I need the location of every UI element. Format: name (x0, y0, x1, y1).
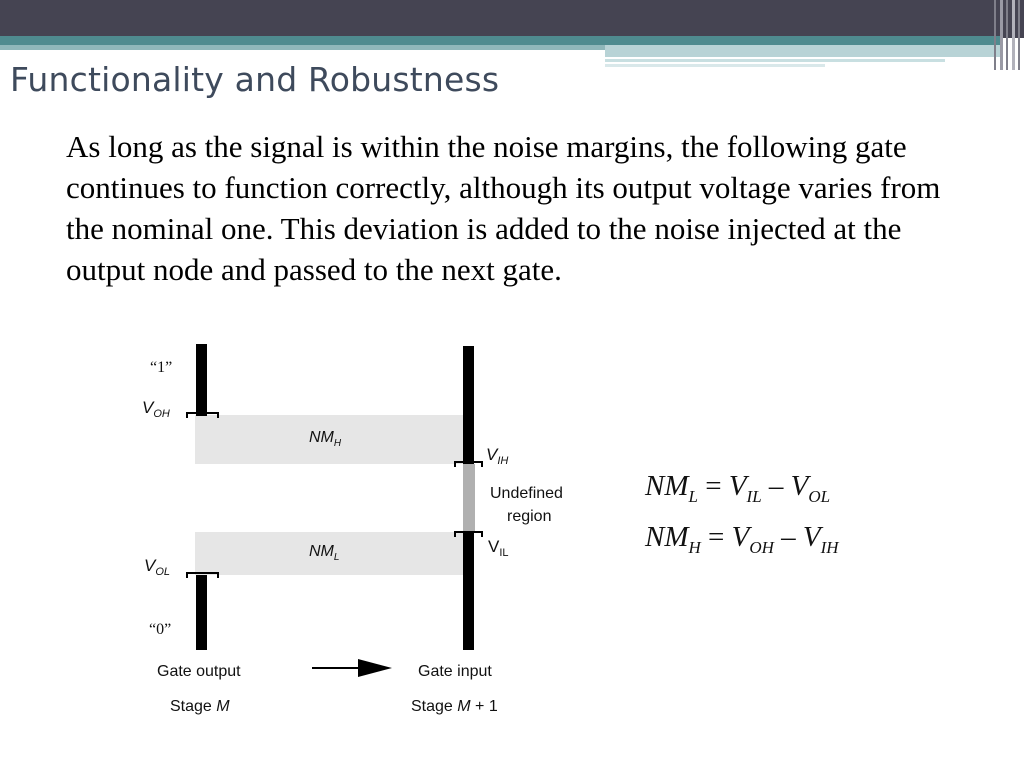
slide-body-text: As long as the signal is within the nois… (66, 129, 941, 287)
header-accent-stripe-pale (605, 45, 1000, 57)
vil-label: VIL (488, 537, 509, 559)
vol-label: VOL (144, 556, 170, 578)
nmh-equation: NMH = VOH – VIH (645, 517, 839, 568)
noise-margin-equations: NML = VIL – VOL NMH = VOH – VIH (645, 466, 839, 568)
header-vertical-line (1006, 0, 1008, 70)
gate-output-label: Gate output (157, 663, 241, 680)
eq-nml-term-b-sub: OL (808, 486, 831, 506)
gate-output-low-bar (196, 575, 207, 650)
gate-input-label: Gate input (418, 663, 492, 680)
undefined-region-label: region (507, 508, 551, 525)
nml-equation: NML = VIL – VOL (645, 466, 839, 517)
header-accent-stripe (0, 36, 1000, 45)
eq-minus: – (761, 470, 791, 502)
header-vertical-line (1000, 0, 1003, 70)
gate-output-high-bar (196, 344, 207, 416)
eq-equals: = (697, 470, 729, 502)
header-bar (0, 0, 1024, 38)
logic-one-label: “1” (150, 359, 172, 376)
undefined-region-bar (463, 464, 475, 532)
gate-input-high-bar (463, 346, 474, 464)
vol-tick (186, 572, 219, 578)
eq-nml-lhs-sub: L (688, 486, 698, 506)
voh-label: VOH (142, 398, 170, 420)
header-vertical-line (1012, 0, 1015, 70)
stage-m1-label: Stage M + 1 (411, 698, 498, 715)
nmh-label: NMH (309, 429, 342, 449)
eq-nmh-term-a: V (731, 520, 750, 553)
eq-nmh-term-b: V (802, 520, 821, 553)
nmh-band (195, 415, 467, 464)
nml-band (195, 532, 467, 575)
eq-nml-lhs: NM (645, 470, 689, 502)
undefined-region-label: Undefined (490, 485, 563, 502)
vih-tick (454, 461, 483, 467)
stage-m-label: Stage M (170, 698, 230, 715)
slide-title: Functionality and Robustness (10, 60, 500, 99)
eq-nml-term-a-sub: IL (746, 486, 762, 506)
eq-nml-term-a: V (728, 470, 747, 502)
nml-label: NML (309, 543, 339, 563)
eq-nmh-lhs: NM (645, 520, 689, 553)
header-vertical-line (994, 0, 996, 70)
header-accent-stripe-light (0, 45, 605, 50)
eq-nml-term-b: V (790, 470, 809, 502)
eq-nmh-lhs-sub: H (688, 537, 701, 557)
vih-label: VIH (486, 445, 508, 467)
logic-zero-label: “0” (149, 621, 171, 638)
header-vertical-line (1018, 0, 1020, 70)
stage-arrow-head (358, 659, 392, 677)
gate-input-low-bar (463, 532, 474, 650)
eq-nmh-term-b-sub: IH (820, 537, 839, 557)
header-thin-line (605, 64, 825, 67)
header-thin-line (605, 59, 945, 62)
voh-tick (186, 412, 219, 418)
eq-nmh-term-a-sub: OH (749, 537, 774, 557)
eq-minus: – (773, 520, 803, 553)
eq-equals: = (700, 520, 732, 553)
vil-tick (454, 531, 483, 537)
